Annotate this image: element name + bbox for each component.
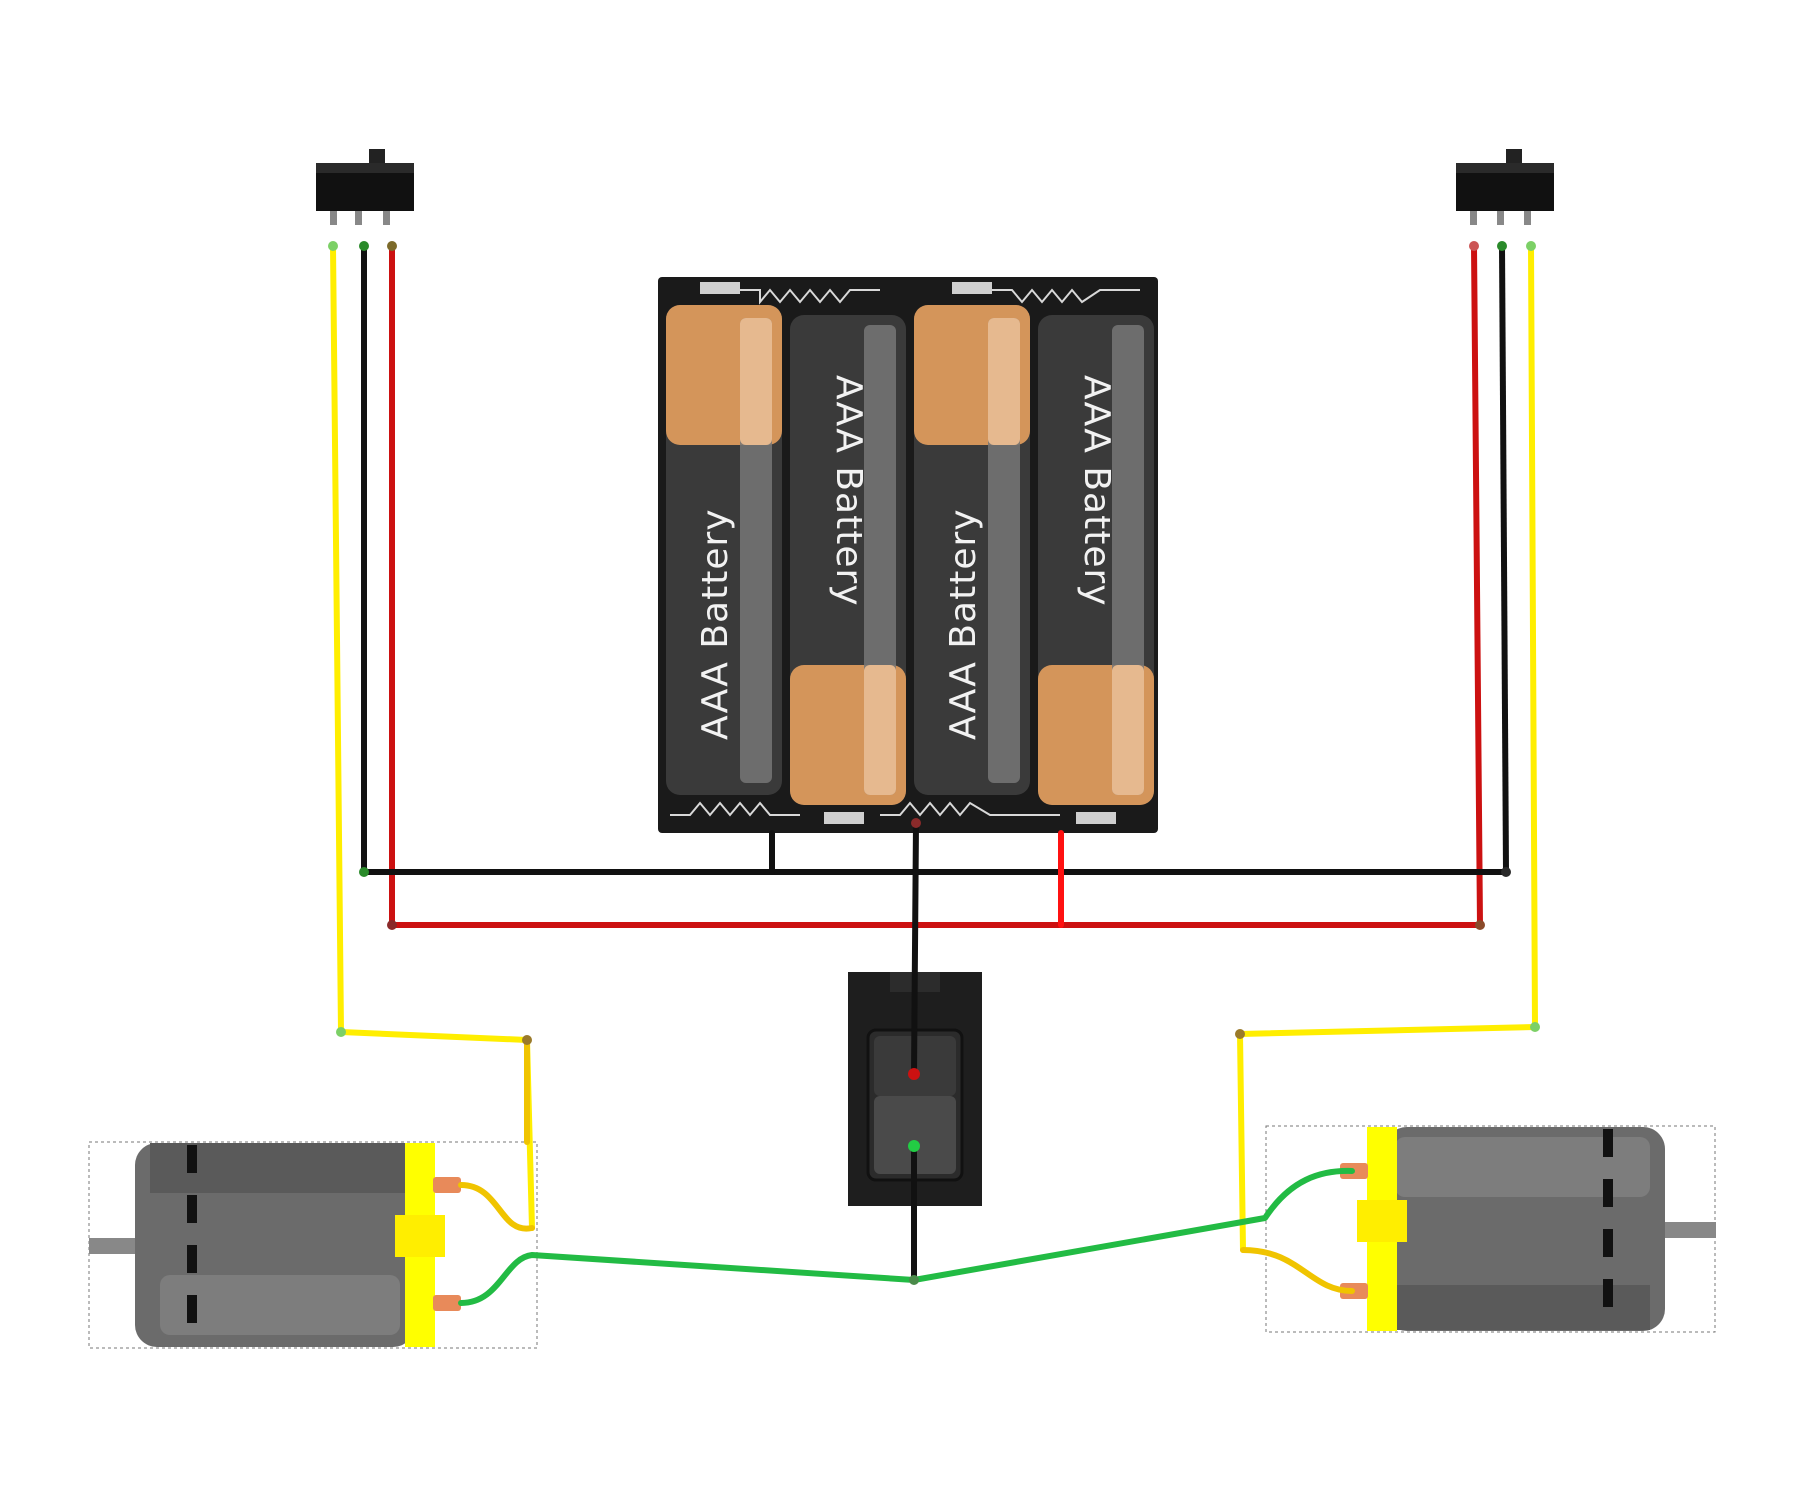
wire-red-right — [1471, 243, 1483, 928]
battery-cell-label: AAA Battery — [1076, 375, 1117, 607]
battery-cell-label: AAA Battery — [828, 375, 869, 607]
battery-holder — [658, 277, 1158, 833]
motor-left — [88, 1141, 538, 1349]
battery-cell-1: AAA Battery — [666, 305, 782, 795]
wire-yellow-motor-right — [1240, 1247, 1355, 1294]
slide-switch-right[interactable] — [1456, 149, 1554, 225]
battery-cell-label: AAA Battery — [943, 508, 984, 740]
wire-battery-to-rocker — [911, 820, 919, 1077]
battery-cell-3: AAA Battery — [914, 305, 1030, 795]
motor-right — [1265, 1125, 1716, 1333]
wire-yellow-motor-left — [458, 1182, 535, 1232]
battery-cell-4: AAA Battery — [1038, 315, 1154, 805]
battery-cell-label: AAA Battery — [695, 508, 736, 740]
wire-yellow-right — [1237, 243, 1538, 1253]
wire-black-right — [1499, 243, 1509, 875]
battery-cell-2: AAA Battery — [790, 315, 906, 805]
slide-switch-left[interactable] — [316, 149, 414, 225]
connection-points — [328, 241, 1540, 1285]
